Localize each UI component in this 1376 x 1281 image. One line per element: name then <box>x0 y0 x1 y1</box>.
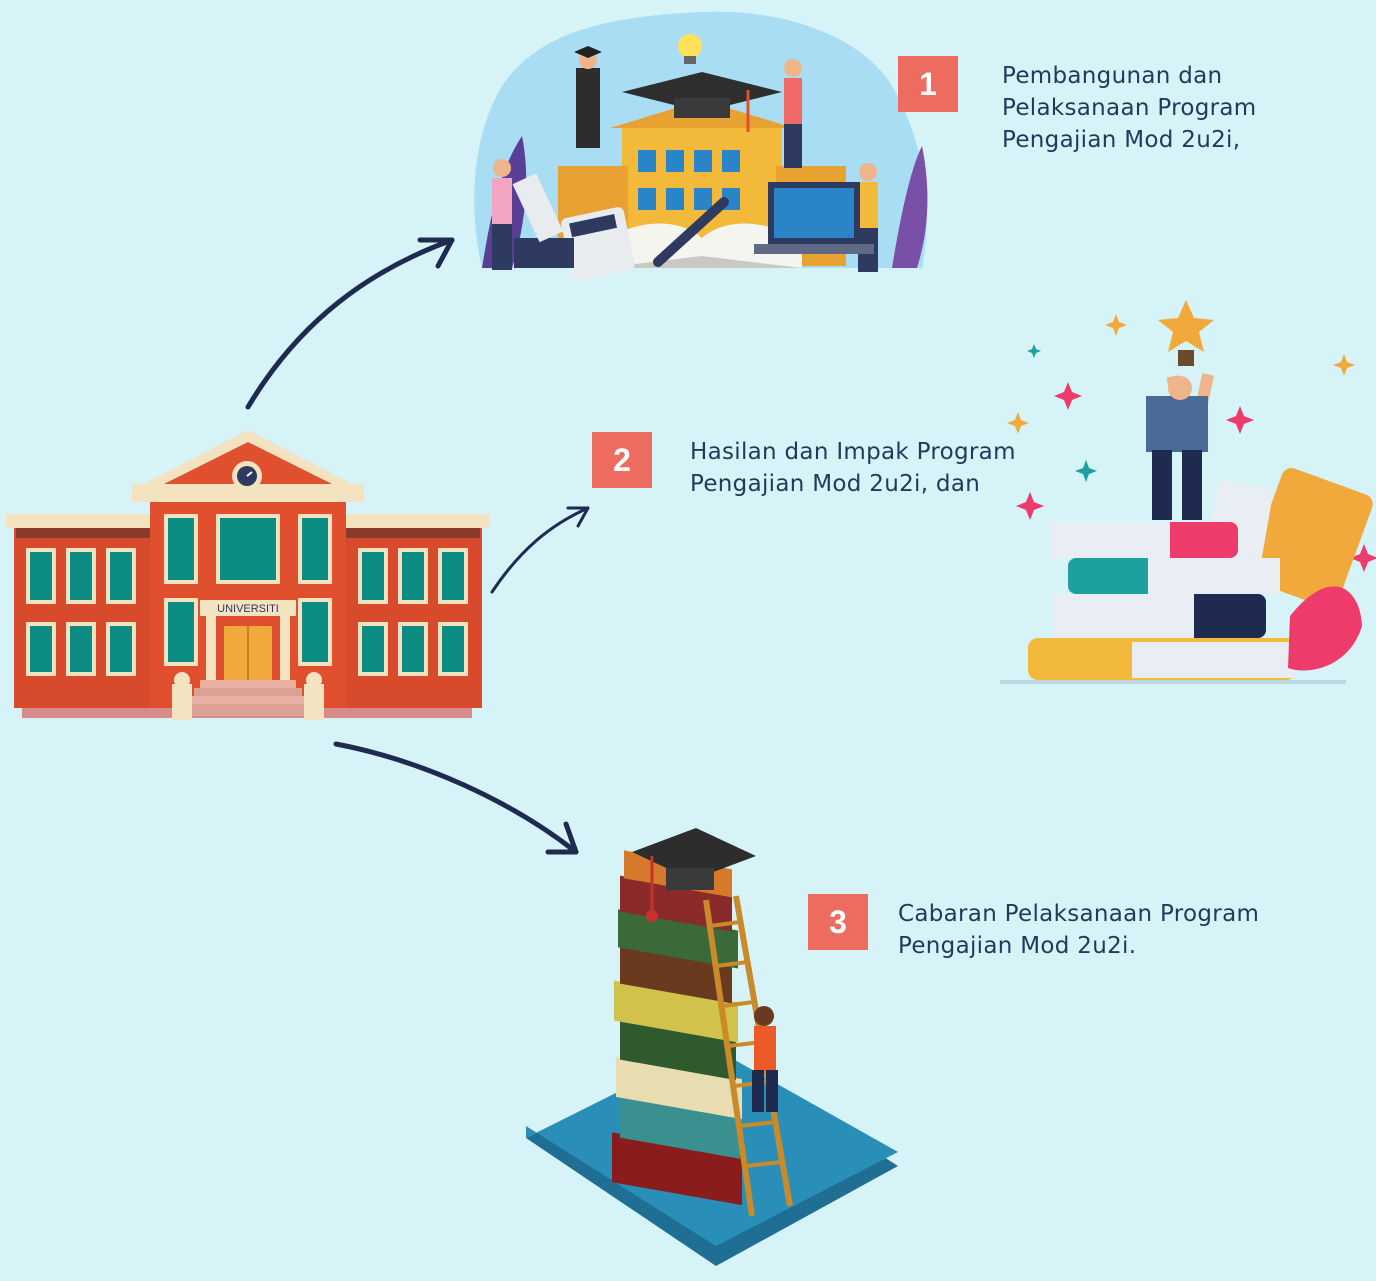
ladder-book-stack-illustration <box>526 828 898 1266</box>
step-2-label-line-2: Pengajian Mod 2u2i, dan <box>690 471 981 497</box>
arrow-to-step-1 <box>245 237 455 410</box>
step-2-label-line-1: Hasilan dan Impak Program <box>690 439 1016 465</box>
university-building-icon: UNIVERSITI <box>6 430 490 720</box>
step-3-label: Cabaran Pelaksanaan Program Pengajian Mo… <box>898 898 1259 962</box>
step-2-number-badge: 2 <box>592 432 652 488</box>
step-3-label-line-1: Cabaran Pelaksanaan Program <box>898 901 1260 927</box>
arrow-to-step-3 <box>333 741 579 855</box>
step-3-label-line-2: Pengajian Mod 2u2i. <box>898 933 1137 959</box>
step-2-label: Hasilan dan Impak Program Pengajian Mod … <box>690 436 1016 500</box>
arrow-to-step-2 <box>490 506 590 594</box>
trophy-on-books-illustration <box>1000 300 1376 684</box>
step-1-label: Pembangunan dan Pelaksanaan Program Peng… <box>1002 60 1256 156</box>
step-1-number-badge: 1 <box>898 56 958 112</box>
step-1-label-line-1: Pembangunan dan <box>1002 63 1223 89</box>
university-sign: UNIVERSITI <box>217 603 279 615</box>
graduation-campus-illustration <box>474 11 928 281</box>
step-1-label-line-2: Pelaksanaan Program <box>1002 95 1257 121</box>
step-1-label-line-3: Pengajian Mod 2u2i, <box>1002 127 1241 153</box>
step-3-number-badge: 3 <box>808 894 868 950</box>
